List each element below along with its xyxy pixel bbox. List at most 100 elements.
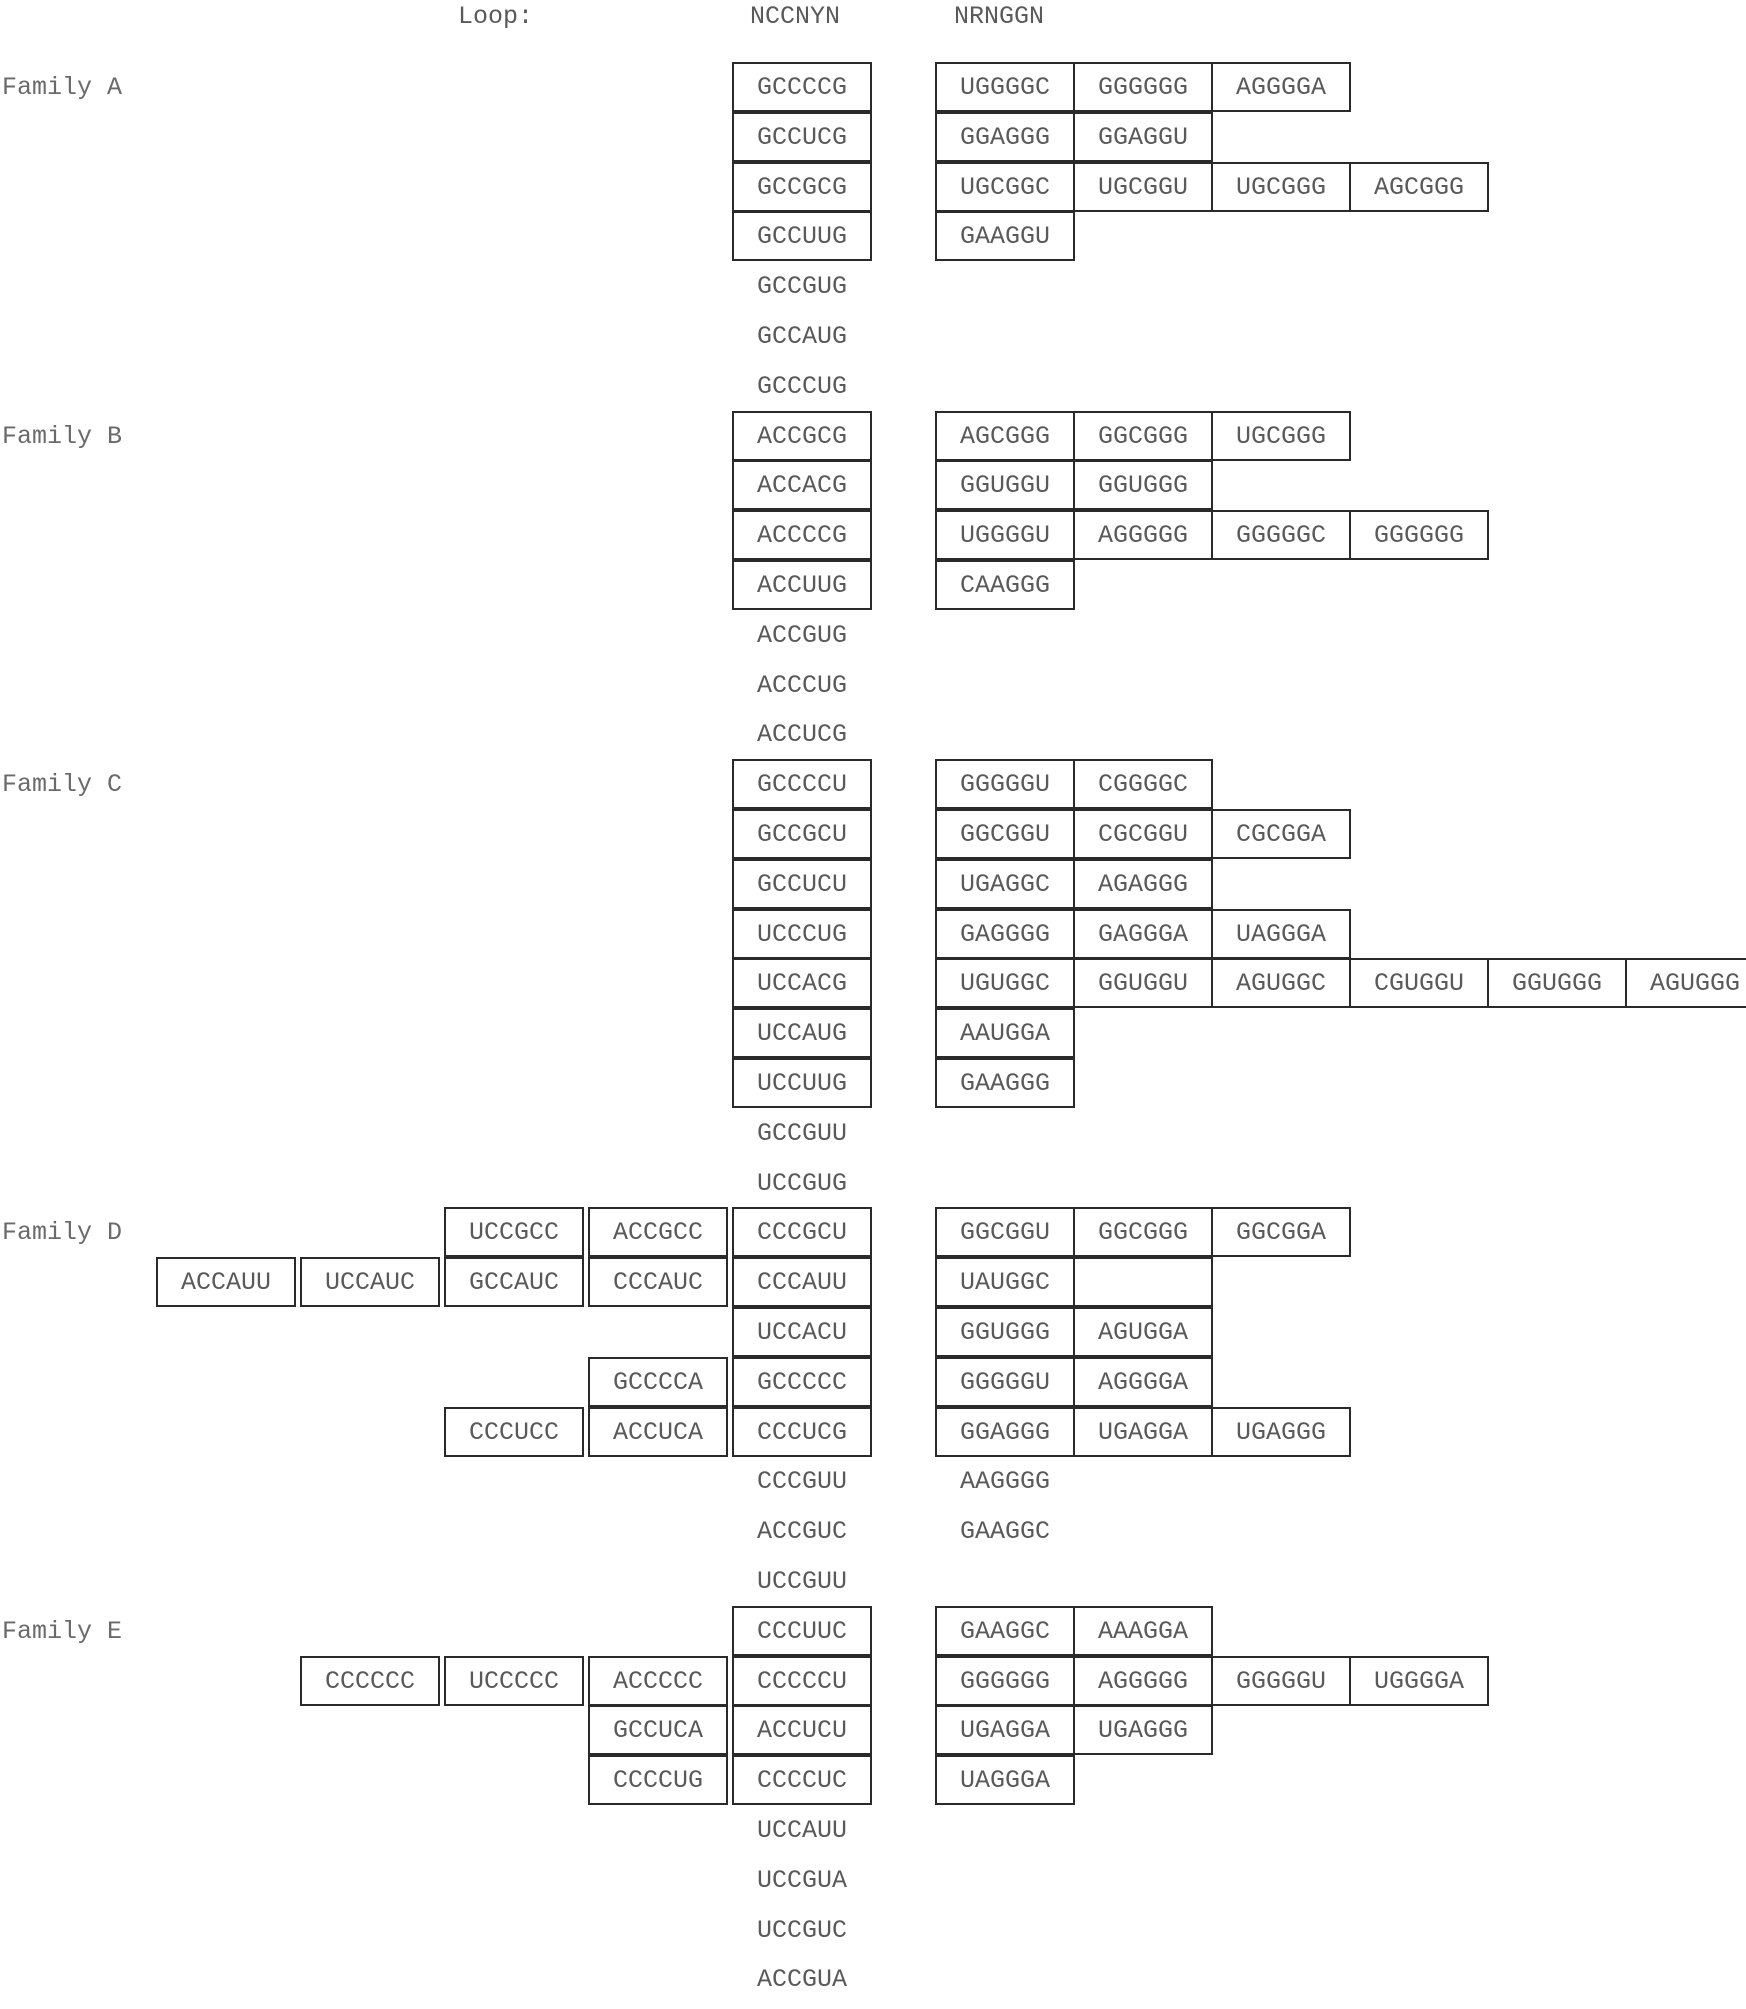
loop-sequence-left: UCCUUG: [732, 1058, 872, 1108]
loop-sequence-right: UGGGGC: [935, 62, 1075, 112]
loop-sequence-right: GGGGGU: [935, 759, 1075, 809]
loop-sequence-right: GAAGGG: [935, 1058, 1075, 1108]
loop-sequence-right: GGCGGG: [1073, 411, 1213, 461]
loop-sequence-left: ACCCUG: [732, 660, 872, 710]
loop-sequence-right: UGGGGA: [1349, 1656, 1489, 1706]
loop-sequence-left: ACCUCA: [588, 1407, 728, 1457]
loop-sequence-right: CGUGGU: [1349, 958, 1489, 1008]
loop-sequence-left: GCCUCA: [588, 1705, 728, 1755]
loop-sequence-right: AGUGGG: [1625, 958, 1746, 1008]
loop-sequence-left: UCCACG: [732, 958, 872, 1008]
family-label: Family A: [2, 75, 122, 100]
loop-sequence-right: UGCGGU: [1073, 162, 1213, 212]
loop-sequence-left: GCCGUU: [732, 1108, 872, 1158]
loop-sequence-right: GGGGGG: [1349, 510, 1489, 560]
loop-sequence-right: UAGGGA: [935, 1755, 1075, 1805]
loop-sequence-left: ACCUCU: [732, 1705, 872, 1755]
loop-sequence-left: CCCAUC: [588, 1257, 728, 1307]
loop-sequence-right: GGUGGG: [1487, 958, 1627, 1008]
loop-sequence-left: UCCCCC: [444, 1656, 584, 1706]
loop-sequence-left: GCCGCU: [732, 809, 872, 859]
loop-sequence-left: GCCCUG: [732, 361, 872, 411]
loop-sequence-right: UGCGGC: [935, 162, 1075, 212]
loop-sequence-left: CCCGCU: [732, 1207, 872, 1257]
loop-sequence-left: ACCGCG: [732, 411, 872, 461]
loop-sequence-right: UGAGGC: [935, 859, 1075, 909]
loop-sequence-right: UGCGGG: [1211, 411, 1351, 461]
loop-sequence-right: AGCGGG: [1349, 162, 1489, 212]
loop-sequence-right: CAAGGG: [935, 560, 1075, 610]
loop-sequence-right: CGCGGU: [1073, 809, 1213, 859]
family-label: Family D: [2, 1220, 122, 1245]
loop-sequence-right: AGAGGG: [1073, 859, 1213, 909]
loop-sequence-right: GGGGGG: [935, 1656, 1075, 1706]
loop-sequence-left: CCCCUG: [588, 1755, 728, 1805]
loop-sequence-right: GGUGGG: [935, 1307, 1075, 1357]
loop-sequence-right: UGAGGA: [935, 1705, 1075, 1755]
loop-sequence-right: GGCGGU: [935, 809, 1075, 859]
loop-sequence-left: ACCGCC: [588, 1207, 728, 1257]
loop-sequence-right: AGUGGC: [1211, 958, 1351, 1008]
loop-sequence-left: UCCGUC: [732, 1905, 872, 1955]
loop-sequence-left: UCCAUC: [300, 1257, 440, 1307]
loop-sequence-right: UAUGGC: [935, 1257, 1075, 1307]
loop-sequence-left: CCCCCU: [732, 1656, 872, 1706]
loop-sequence-left: CCCUCC: [444, 1407, 584, 1457]
loop-sequence-left: UCCGUA: [732, 1855, 872, 1905]
loop-sequence-left: ACCAUU: [156, 1257, 296, 1307]
left-motif-header: NCCNYN: [750, 4, 840, 29]
loop-sequence-right: [1073, 1257, 1213, 1307]
loop-sequence-right: GGGGGU: [935, 1357, 1075, 1407]
loop-sequence-right: GGAGGG: [935, 112, 1075, 162]
loop-sequence-right: AAAGGA: [1073, 1606, 1213, 1656]
loop-sequence-right: GGGGGU: [1211, 1656, 1351, 1706]
right-motif-header: NRNGGN: [954, 4, 1044, 29]
loop-sequence-right: GGAGGG: [935, 1407, 1075, 1457]
family-label: Family B: [2, 424, 122, 449]
loop-sequence-right: GGGGGC: [1211, 510, 1351, 560]
loop-sequence-left: ACCCCC: [588, 1656, 728, 1706]
family-label: Family C: [2, 772, 122, 797]
loop-sequence-left: ACCGUG: [732, 610, 872, 660]
loop-sequence-right: GGCGGG: [1073, 1207, 1213, 1257]
loop-sequence-left: GCCAUC: [444, 1257, 584, 1307]
loop-sequence-right: AGGGGA: [1211, 62, 1351, 112]
loop-sequence-left: CCCAUU: [732, 1257, 872, 1307]
loop-sequence-right: GGCGGA: [1211, 1207, 1351, 1257]
loop-sequence-left: GCCCCU: [732, 759, 872, 809]
loop-sequence-left: UCCGUU: [732, 1556, 872, 1606]
loop-sequence-left: CCCUCG: [732, 1407, 872, 1457]
family-label: Family E: [2, 1619, 122, 1644]
loop-sequence-right: AGGGGG: [1073, 1656, 1213, 1706]
loop-sequence-left: GCCGUG: [732, 261, 872, 311]
loop-sequence-right: CGCGGA: [1211, 809, 1351, 859]
loop-sequence-right: UAGGGA: [1211, 909, 1351, 959]
loop-sequence-left: GCCCCC: [732, 1357, 872, 1407]
loop-sequence-left: ACCCCG: [732, 510, 872, 560]
loop-sequence-left: GCCUCU: [732, 859, 872, 909]
loop-sequence-left: UCCGCC: [444, 1207, 584, 1257]
loop-sequence-left: GCCUUG: [732, 211, 872, 261]
loop-sequence-right: AAUGGA: [935, 1008, 1075, 1058]
loop-sequence-right: GGUGGU: [1073, 958, 1213, 1008]
loop-sequence-right: GGCGGU: [935, 1207, 1075, 1257]
loop-sequence-left: CCCCCC: [300, 1656, 440, 1706]
loop-sequence-right: AGGGGA: [1073, 1357, 1213, 1407]
loop-sequence-right: UGCGGG: [1211, 162, 1351, 212]
loop-sequence-left: ACCUUG: [732, 560, 872, 610]
loop-sequence-left: GCCCCA: [588, 1357, 728, 1407]
loop-sequence-left: ACCGUC: [732, 1506, 872, 1556]
loop-sequence-left: CCCGUU: [732, 1456, 872, 1506]
loop-sequence-right: GAAGGC: [935, 1606, 1075, 1656]
loop-sequence-right: AAGGGG: [935, 1456, 1075, 1506]
loop-sequence-right: AGCGGG: [935, 411, 1075, 461]
loop-sequence-left: ACCUCG: [732, 709, 872, 759]
loop-sequence-right: GGUGGG: [1073, 460, 1213, 510]
loop-sequence-left: CCCCUC: [732, 1755, 872, 1805]
loop-sequence-right: AGUGGA: [1073, 1307, 1213, 1357]
loop-sequence-right: UGAGGA: [1073, 1407, 1213, 1457]
loop-sequence-right: UGUGGC: [935, 958, 1075, 1008]
loop-sequence-left: GCCCCG: [732, 62, 872, 112]
loop-sequence-right: GAAGGU: [935, 211, 1075, 261]
